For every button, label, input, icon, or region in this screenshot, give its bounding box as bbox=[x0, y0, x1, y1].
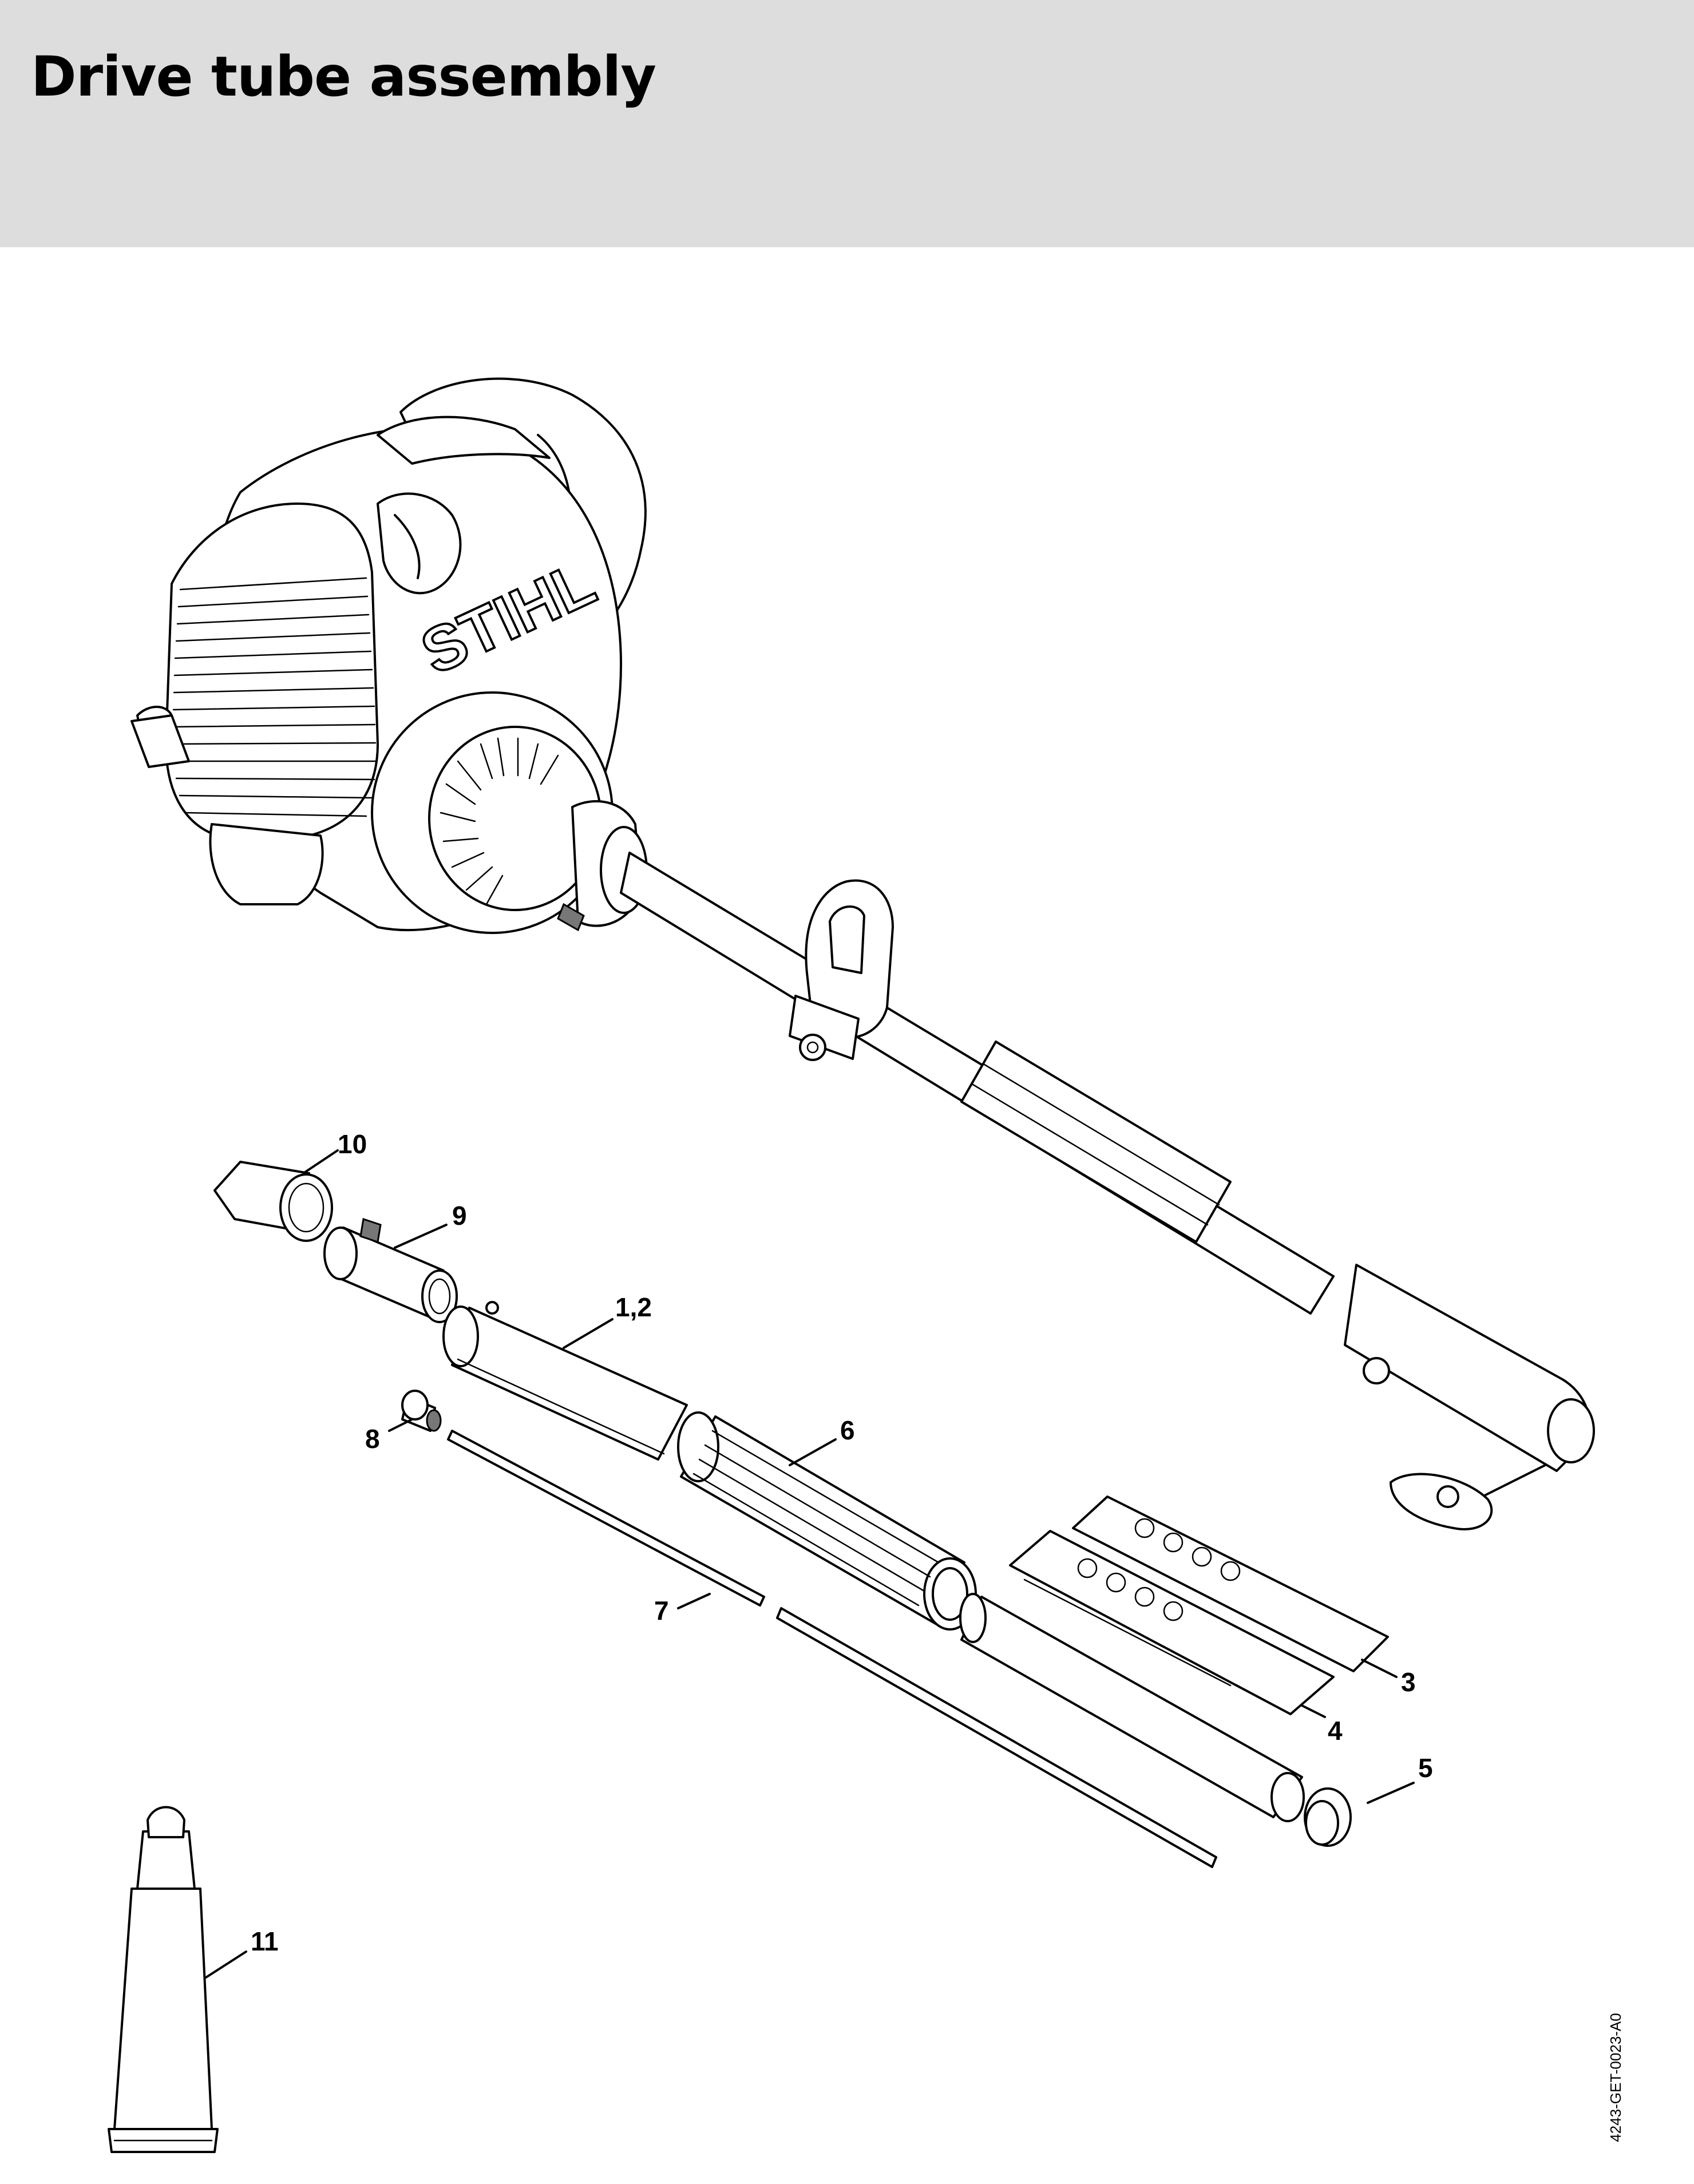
callout-11: 11 bbox=[205, 1926, 279, 1979]
part-9-bushing bbox=[323, 1218, 458, 1323]
callout-3: 3 bbox=[1361, 1659, 1416, 1697]
callout-10: 10 bbox=[302, 1129, 367, 1174]
svg-text:11: 11 bbox=[251, 1926, 279, 1956]
part-10-cap bbox=[213, 1161, 333, 1242]
fan-vents bbox=[440, 737, 559, 905]
part-7-drive-shaft bbox=[447, 1430, 1217, 1868]
callout-9: 9 bbox=[394, 1201, 467, 1249]
svg-text:9: 9 bbox=[452, 1201, 467, 1231]
svg-text:4: 4 bbox=[1328, 1716, 1343, 1746]
callout-4: 4 bbox=[1301, 1704, 1343, 1746]
callout-1-2: 1,2 bbox=[563, 1292, 652, 1349]
header-bar: Drive tube assembly bbox=[0, 0, 1694, 247]
part-1-2-tube bbox=[442, 1301, 688, 1461]
part-4-label bbox=[1009, 1530, 1335, 1715]
engine-powerhead: STIHL bbox=[130, 377, 648, 934]
cooling-ribs bbox=[172, 577, 377, 817]
svg-text:5: 5 bbox=[1418, 1753, 1433, 1783]
part-11-grease-tube bbox=[108, 1806, 219, 2153]
callout-8: 8 bbox=[365, 1418, 413, 1454]
page-title: Drive tube assembly bbox=[31, 45, 656, 109]
callout-5: 5 bbox=[1367, 1753, 1433, 1804]
part-3-label bbox=[1072, 1495, 1389, 1672]
svg-text:10: 10 bbox=[338, 1129, 367, 1159]
part-tube-section bbox=[959, 1593, 1305, 1822]
svg-text:6: 6 bbox=[840, 1415, 855, 1445]
callout-7: 7 bbox=[654, 1593, 711, 1625]
assembled-drive-tube bbox=[620, 852, 1595, 1530]
svg-text:8: 8 bbox=[365, 1424, 380, 1454]
callout-6: 6 bbox=[789, 1415, 855, 1466]
part-5-plug bbox=[1304, 1787, 1352, 1847]
grip-ribs bbox=[692, 1430, 940, 1607]
svg-text:1,2: 1,2 bbox=[615, 1292, 652, 1322]
part-8-spacer bbox=[401, 1390, 442, 1432]
svg-text:3: 3 bbox=[1401, 1667, 1416, 1697]
drawing-reference-code: 4243-GET-0023-A0 bbox=[1607, 2013, 1624, 2142]
svg-text:7: 7 bbox=[654, 1596, 669, 1625]
